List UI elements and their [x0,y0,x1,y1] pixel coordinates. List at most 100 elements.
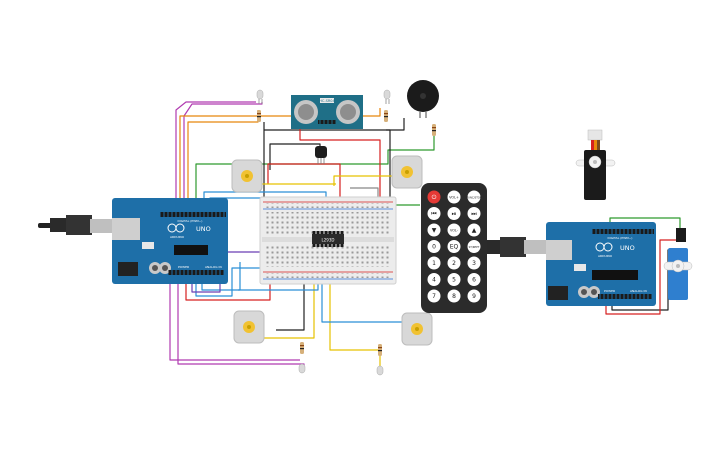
remote-key-label: ▼ [432,227,437,234]
piezo-buzzer[interactable] [407,80,439,118]
dc-motor-top-right[interactable] [391,155,423,189]
remote-key-button[interactable] [467,223,481,237]
remote-key-button[interactable] [447,240,461,253]
wire-yellow-2 [262,272,315,339]
usb-cable-right [500,237,526,257]
wire-black-3 [269,143,321,170]
remote-key-9[interactable]: 0 [427,240,441,253]
resistor-top-right[interactable] [384,110,388,122]
remote-key-button[interactable] [467,190,481,204]
remote-key-8[interactable]: ▲ [467,223,481,237]
resistor-bottom-left[interactable] [300,342,304,354]
wire-blue-2 [201,262,241,291]
dc-motor-bottom-right[interactable] [401,312,433,346]
remote-key-1[interactable]: VOL+ [447,190,461,204]
remote-key-0[interactable]: ⏻ [427,190,441,204]
remote-key-17[interactable]: 6 [467,273,481,286]
remote-key-16[interactable]: 5 [447,273,461,286]
led-top-right[interactable] [383,89,391,104]
wire-red-2 [299,128,381,198]
usb-connector-left [90,219,114,233]
arduino-uno-right[interactable]: DIGITAL (PWM~) UNO ARDUINO POWER ANALOG … [486,222,656,306]
dc-motor-bottom-left[interactable] [233,310,265,344]
remote-key-button[interactable] [467,207,481,220]
wire-red-3 [185,282,271,301]
remote-key-18[interactable]: 7 [427,289,441,303]
remote-key-6[interactable]: ▼ [427,223,441,237]
resistor-buzzer[interactable] [432,124,436,136]
arduino-right-analog-label: ANALOG IN [630,289,647,293]
remote-key-button[interactable] [447,273,461,286]
remote-key-button[interactable] [447,207,461,220]
remote-key-button[interactable] [427,273,441,286]
remote-key-button[interactable] [427,240,441,253]
remote-key-button[interactable] [427,256,441,270]
remote-key-19[interactable]: 8 [447,289,461,303]
remote-key-button[interactable] [467,256,481,270]
remote-key-label: 6 [472,277,476,284]
arduino-left-digital-label: DIGITAL (PWM~) [178,219,203,223]
remote-key-button[interactable] [427,223,441,237]
remote-key-label: 7 [432,293,436,300]
wire-black-4 [276,262,305,331]
remote-key-label: EQ [450,244,459,251]
servo-standalone[interactable] [575,129,616,200]
usb-plug-right [486,240,502,254]
remote-key-button[interactable] [467,289,481,303]
remote-key-button[interactable] [447,190,461,204]
remote-key-13[interactable]: 2 [447,256,461,270]
wire-green-buzzer [262,132,435,165]
usb-cable-left [66,215,92,235]
remote-key-label: ⏭ [471,211,477,218]
servo-attached[interactable] [663,228,693,300]
arduino-right-digital-label: DIGITAL (PWM~) [608,236,633,240]
remote-key-12[interactable]: 1 [427,256,441,270]
ir-receiver[interactable] [315,146,327,164]
wire-orange-top [179,108,381,218]
remote-key-button[interactable] [427,207,441,220]
remote-key-14[interactable]: 3 [467,256,481,270]
remote-key-button[interactable] [467,240,481,253]
remote-key-5[interactable]: ⏭ [467,207,481,220]
arduino-uno-left[interactable]: DIGITAL (PWM~) UNO ARDUINO POWER ANALOG … [38,198,228,284]
remote-key-button[interactable] [427,289,441,303]
remote-key-label: 4 [432,277,436,284]
arduino-left-power-label: POWER [178,265,189,269]
ultrasonic-sensor[interactable]: HC-SR04 [291,95,363,129]
resistor-bottom-right[interactable] [378,344,382,356]
wires [169,101,681,368]
remote-key-label: ⏯ [452,211,457,218]
led-top-left[interactable] [256,89,264,104]
remote-key-button[interactable] [447,256,461,270]
wire-magenta-bottom [169,280,300,361]
wire-red-servo [605,239,676,315]
remote-key-20[interactable]: 9 [467,289,481,303]
remote-key-button[interactable] [447,223,461,237]
remote-key-3[interactable]: ⏮ [427,207,441,220]
usb-plug-tip-left [38,223,52,228]
dc-motor-top-left[interactable] [231,159,263,193]
arduino-left-analog-label: ANALOG IN [205,265,222,269]
remote-key-2[interactable]: FUNC/STOP [467,190,482,204]
led-bottom-right[interactable] [376,365,384,376]
remote-key-label: ST/REPT [469,245,480,249]
remote-key-label: ⏻ [432,194,437,201]
remote-key-button[interactable] [427,190,441,204]
remote-key-button[interactable] [447,289,461,303]
usb-connector-right [524,240,548,254]
resistor-top-left[interactable] [257,110,261,122]
led-bottom-left[interactable] [298,363,306,374]
motor-driver-chip[interactable]: L293D [312,231,344,247]
remote-key-15[interactable]: 4 [427,273,441,286]
remote-key-7[interactable]: VOL- [447,223,461,237]
remote-key-4[interactable]: ⏯ [447,207,461,220]
remote-key-10[interactable]: EQ [447,240,461,253]
remote-key-11[interactable]: ST/REPT [467,240,481,253]
remote-key-button[interactable] [467,273,481,286]
chip-label: L293D [322,238,335,243]
remote-key-label: 9 [472,293,476,300]
remote-key-label: FUNC/STOP [467,195,482,199]
remote-key-label: 3 [472,260,476,267]
